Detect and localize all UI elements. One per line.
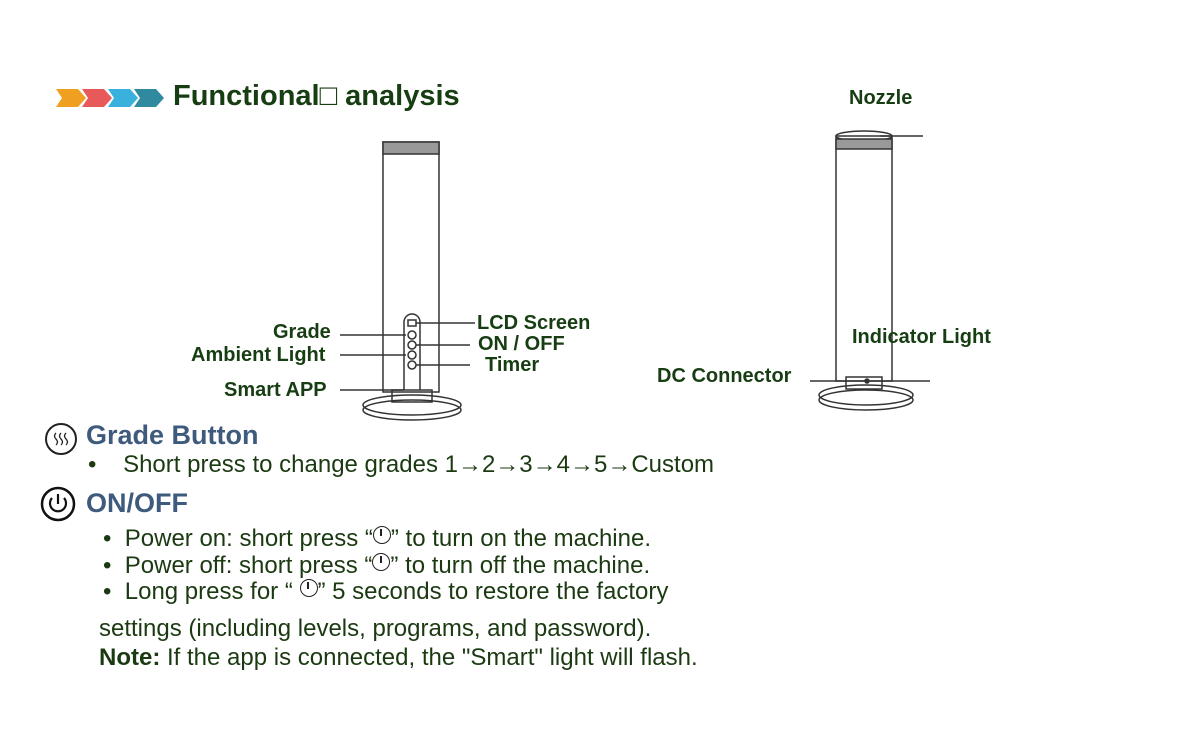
label-grade: Grade [273,321,331,343]
onoff-continuation: settings (including levels, programs, an… [99,615,652,642]
label-timer: Timer [485,354,540,376]
power-icon [40,486,76,522]
power-icon [299,579,318,597]
label-smart-app: Smart APP [224,379,327,401]
label-on-off: ON / OFF [478,333,565,355]
label-indicator-light: Indicator Light [852,326,991,348]
label-ambient-light: Ambient Light [191,344,326,366]
onoff-bullet-1: • Power on: short press “” to turn on th… [103,525,652,552]
grade-bullet: • Short press to change grades 1→2→3→4→5… [88,451,715,478]
page-title: Functional□ analysis [173,80,460,112]
grade-button-heading: Grade Button [86,420,259,450]
note: Note: If the app is connected, the "Smar… [99,644,698,671]
label-nozzle: Nozzle [849,87,913,109]
onoff-bullet-2: • Power off: short press “” to turn off … [103,552,651,579]
grade-bullet-text: Short press to change grades 1→2→3→4→5→C… [123,451,715,478]
onoff-heading: ON/OFF [86,488,188,518]
power-icon [372,526,391,544]
heat-waves-icon [45,423,77,455]
device-back-illustration [810,130,930,411]
device-front-illustration [340,141,475,421]
label-lcd-screen: LCD Screen [477,312,591,334]
chevron-arrows-icon [56,89,164,107]
label-dc-connector: DC Connector [657,365,792,387]
power-icon [372,553,391,571]
onoff-bullet-3: • Long press for “ ” 5 seconds to restor… [103,578,669,605]
